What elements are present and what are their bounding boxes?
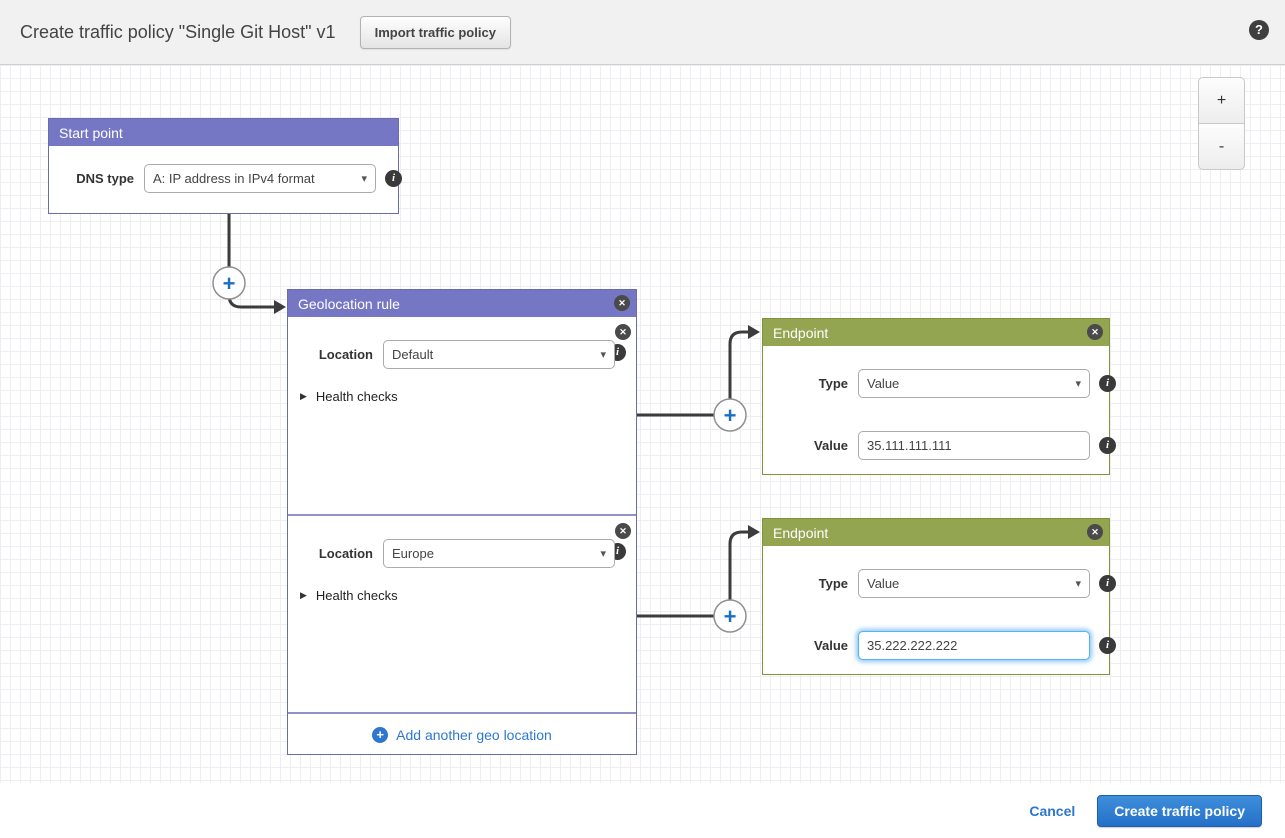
- dns-type-value: A: IP address in IPv4 format: [153, 171, 315, 186]
- endpoint-type-label: Type: [818, 576, 848, 591]
- chevron-down-icon: ▾: [1075, 378, 1081, 390]
- canvas-zoom-controls: + -: [1198, 77, 1245, 170]
- add-rule-node-button[interactable]: [212, 266, 246, 300]
- endpoint-box-1: Endpoint ✕ Type Value ▾ i Value i: [762, 318, 1116, 475]
- info-icon[interactable]: i: [1099, 437, 1116, 454]
- close-icon[interactable]: ✕: [1087, 324, 1103, 340]
- start-point-box: Start point DNS type A: IP address in IP…: [48, 118, 402, 214]
- add-endpoint-node-button[interactable]: [713, 398, 747, 432]
- location-label: Location: [318, 546, 373, 561]
- geolocation-rule-box: Geolocation rule ✕ ✕ i Location Default …: [287, 289, 637, 755]
- endpoint-type-value: Value: [867, 376, 900, 391]
- geolocation-rule-title: Geolocation rule: [298, 295, 400, 312]
- info-icon[interactable]: i: [1099, 637, 1116, 654]
- health-checks-toggle[interactable]: ▶ Health checks: [300, 588, 398, 603]
- zoom-out-button[interactable]: -: [1198, 123, 1245, 170]
- add-geo-location-button[interactable]: + Add another geo location: [288, 714, 636, 755]
- endpoint-title: Endpoint: [773, 524, 829, 541]
- add-geo-location-label: Add another geo location: [396, 726, 552, 743]
- create-traffic-policy-button[interactable]: Create traffic policy: [1097, 794, 1262, 827]
- endpoint-header: Endpoint ✕: [763, 519, 1109, 546]
- chevron-down-icon: ▾: [600, 548, 606, 560]
- endpoint-value-input-focused[interactable]: [858, 631, 1090, 660]
- close-icon[interactable]: ✕: [1087, 524, 1103, 540]
- info-icon[interactable]: i: [385, 170, 402, 187]
- triangle-right-icon: ▶: [300, 391, 307, 401]
- import-traffic-policy-button[interactable]: Import traffic policy: [359, 15, 511, 49]
- health-checks-label: Health checks: [315, 389, 398, 404]
- action-footer: Cancel Create traffic policy: [0, 783, 1285, 838]
- location-label: Location: [318, 347, 373, 362]
- add-endpoint-node-button[interactable]: [713, 599, 747, 633]
- endpoint-type-select[interactable]: Value ▾: [858, 369, 1090, 398]
- health-checks-label: Health checks: [315, 588, 398, 603]
- endpoint-type-select[interactable]: Value ▾: [858, 569, 1090, 598]
- endpoint-header: Endpoint ✕: [763, 319, 1109, 346]
- location-select[interactable]: Default ▾: [383, 340, 615, 369]
- location-value: Default: [392, 347, 434, 362]
- dns-type-label: DNS type: [76, 171, 134, 186]
- info-icon[interactable]: i: [1099, 575, 1116, 592]
- help-icon[interactable]: ?: [1249, 20, 1269, 40]
- page-title: Create traffic policy "Single Git Host" …: [20, 21, 336, 42]
- chevron-down-icon: ▾: [600, 349, 606, 361]
- endpoint-type-label: Type: [818, 376, 848, 391]
- zoom-in-button[interactable]: +: [1198, 77, 1245, 124]
- health-checks-toggle[interactable]: ▶ Health checks: [300, 389, 398, 404]
- chevron-down-icon: ▾: [361, 173, 367, 185]
- arrowhead-icon: [748, 325, 760, 339]
- start-point-header: Start point: [49, 119, 398, 146]
- close-icon[interactable]: ✕: [614, 295, 630, 311]
- plus-icon: +: [223, 271, 236, 296]
- geo-section-default: ✕ i Location Default ▾ ▶ Health checks: [288, 317, 636, 516]
- endpoint-type-value: Value: [867, 576, 900, 591]
- start-point-title: Start point: [59, 124, 123, 141]
- chevron-down-icon: ▾: [1075, 578, 1081, 590]
- info-icon[interactable]: i: [1099, 375, 1116, 392]
- arrowhead-icon: [274, 300, 286, 314]
- plus-circle-icon: +: [372, 726, 389, 743]
- geo-section-europe: ✕ i Location Europe ▾ ▶ Health checks: [288, 516, 636, 714]
- endpoint-value-label: Value: [814, 638, 848, 653]
- plus-icon: +: [724, 403, 737, 428]
- close-icon[interactable]: ✕: [615, 523, 631, 539]
- policy-canvas[interactable]: + + + + - Start point DNS type A: IP add…: [0, 65, 1285, 783]
- top-bar: Create traffic policy "Single Git Host" …: [0, 0, 1285, 65]
- location-select[interactable]: Europe ▾: [383, 539, 615, 568]
- endpoint-value-input[interactable]: [858, 431, 1090, 460]
- close-icon[interactable]: ✕: [615, 324, 631, 340]
- endpoint-title: Endpoint: [773, 324, 829, 341]
- dns-type-select[interactable]: A: IP address in IPv4 format ▾: [144, 164, 376, 193]
- plus-icon: +: [724, 604, 737, 629]
- endpoint-value-label: Value: [814, 438, 848, 453]
- geolocation-rule-header: Geolocation rule ✕: [288, 290, 636, 317]
- arrowhead-icon: [748, 525, 760, 539]
- location-value: Europe: [392, 546, 434, 561]
- endpoint-box-2: Endpoint ✕ Type Value ▾ i Value i: [762, 518, 1116, 675]
- cancel-button[interactable]: Cancel: [1029, 802, 1076, 819]
- triangle-right-icon: ▶: [300, 590, 307, 600]
